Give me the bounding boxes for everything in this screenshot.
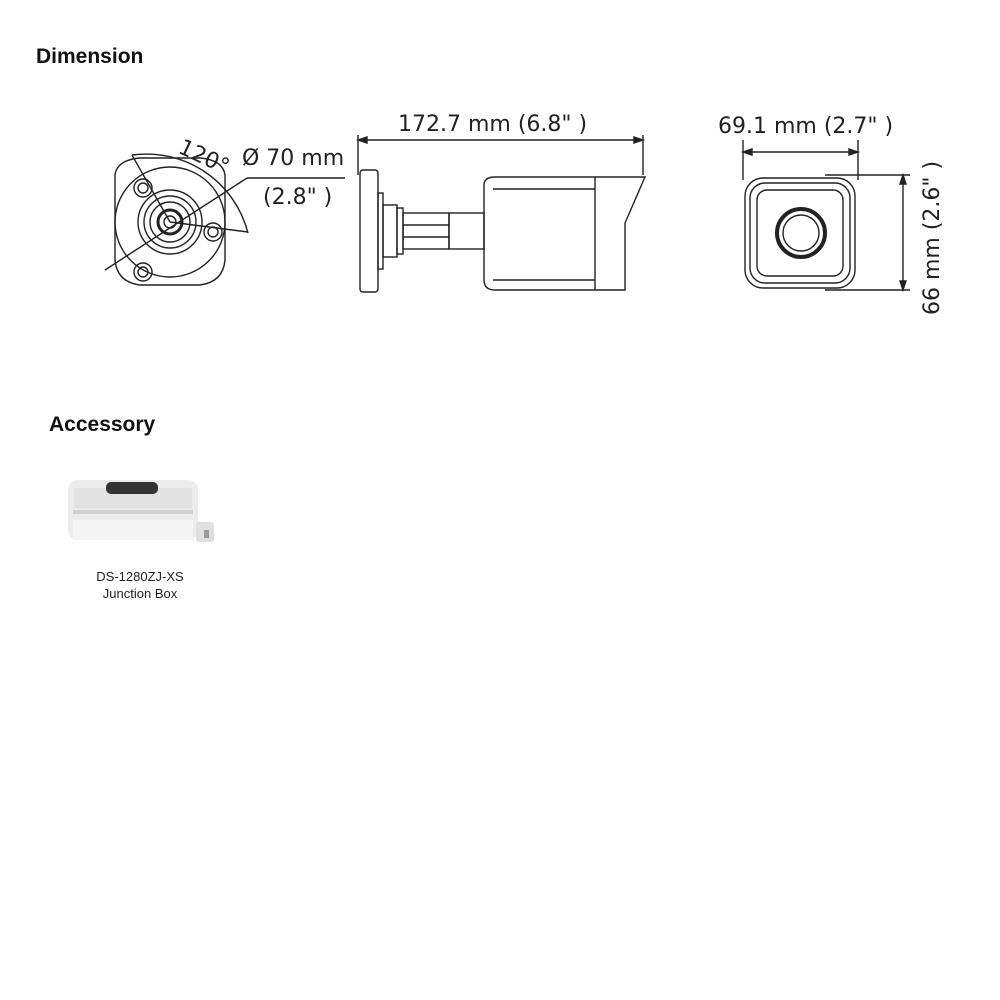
diameter-inch-label: (2.8" ) <box>263 185 333 210</box>
accessory-heading: Accessory <box>49 413 156 436</box>
accessory-model: DS-1280ZJ-XS <box>96 569 184 584</box>
accessory-name: Junction Box <box>102 586 178 601</box>
side-view-drawing <box>355 135 647 293</box>
diameter-label: Ø 70 mm <box>242 146 345 171</box>
front-view-drawing <box>740 140 910 293</box>
junction-box-image <box>68 480 214 542</box>
length-label: 172.7 mm (6.8" ) <box>398 112 588 137</box>
width-label: 69.1 mm (2.7" ) <box>718 114 894 139</box>
dimension-heading: Dimension <box>36 45 144 68</box>
height-label: 66 mm (2.6" ) <box>920 160 945 315</box>
accessory-item: DS-1280ZJ-XS Junction Box <box>80 568 200 602</box>
rear-view-drawing <box>104 153 345 286</box>
